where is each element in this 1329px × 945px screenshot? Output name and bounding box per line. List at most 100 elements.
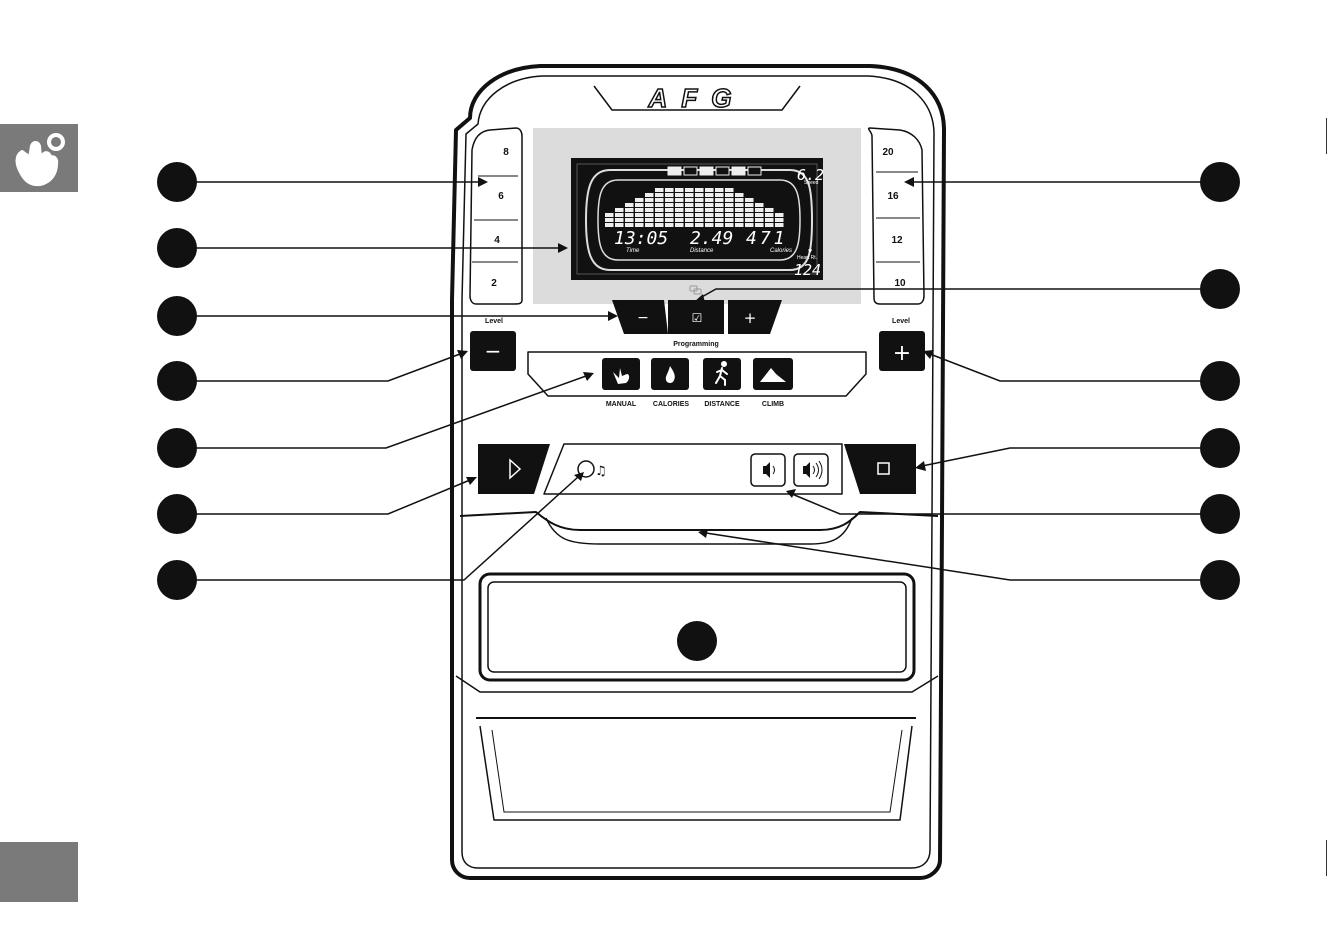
leader-10 [930, 354, 1220, 381]
profile-cell [645, 203, 654, 207]
profile-cell [735, 218, 744, 222]
profile-cell [645, 208, 654, 212]
profile-cell [605, 218, 614, 222]
profile-cell [665, 218, 674, 222]
program-distance-label: DISTANCE [704, 401, 740, 408]
program-manual-button[interactable] [602, 358, 640, 390]
program-climb-button[interactable] [753, 358, 793, 390]
profile-cell [665, 198, 674, 202]
calories-value: 471 [746, 228, 788, 249]
profile-cell [735, 203, 744, 207]
music-note-icon: ♫ [595, 464, 607, 479]
profile-cell [695, 208, 704, 212]
profile-cell [765, 213, 774, 217]
profile-cell [655, 193, 664, 197]
profile-cell [775, 218, 784, 222]
profile-cell [655, 213, 664, 217]
profile-cell [645, 193, 654, 197]
profile-cell [635, 208, 644, 212]
callout-4 [157, 361, 197, 401]
profile-cell [665, 188, 674, 192]
program-calories-button[interactable] [651, 358, 689, 390]
profile-cell [705, 193, 714, 197]
callout-13 [1200, 560, 1240, 600]
callout-11 [1200, 428, 1240, 468]
profile-cell [695, 203, 704, 207]
profile-cell [655, 223, 664, 227]
callout-5 [157, 428, 197, 468]
arrowhead-8 [904, 177, 914, 187]
profile-cell [685, 218, 694, 222]
profile-cell [765, 208, 774, 212]
profile-cell [615, 223, 624, 227]
profile-cell [725, 188, 734, 192]
profile-cell [655, 208, 664, 212]
profile-cell [715, 223, 724, 227]
profile-cell [755, 203, 764, 207]
program-climb-label: CLIMB [762, 401, 784, 408]
lap-segment [748, 167, 761, 175]
stop-button[interactable] [844, 444, 916, 494]
profile-cell [695, 193, 704, 197]
profile-cell [665, 223, 674, 227]
display-plus-label: + [744, 309, 757, 327]
program-manual-label: MANUAL [606, 401, 637, 408]
speed-label: Speed [804, 180, 819, 186]
profile-cell [705, 188, 714, 192]
profile-cell [675, 218, 684, 222]
level-down-label: − [485, 339, 502, 363]
profile-cell [635, 213, 644, 217]
profile-cell [645, 218, 654, 222]
profile-cell [765, 218, 774, 222]
profile-cell [685, 213, 694, 217]
lap-segment [732, 167, 745, 175]
level-label-left: Level [485, 318, 503, 325]
callout-14 [677, 621, 717, 661]
callout-2 [157, 228, 197, 268]
profile-cell [725, 198, 734, 202]
profile-cell [665, 193, 674, 197]
profile-cell [755, 208, 764, 212]
volume-down-button[interactable] [751, 454, 785, 486]
profile-cell [685, 223, 694, 227]
profile-cell [665, 203, 674, 207]
leader-5 [177, 376, 586, 448]
lap-segment [684, 167, 697, 175]
profile-cell [685, 208, 694, 212]
profile-cell [685, 193, 694, 197]
profile-cell [675, 223, 684, 227]
base-line-1 [456, 676, 938, 692]
profile-cell [685, 188, 694, 192]
callout-8 [1200, 162, 1240, 202]
lap-segment [700, 167, 713, 175]
volume-up-button[interactable] [794, 454, 828, 486]
profile-cell [675, 213, 684, 217]
profile-cell [725, 208, 734, 212]
right-level-20: 20 [882, 147, 894, 158]
profile-cell [675, 208, 684, 212]
profile-cell [615, 213, 624, 217]
callout-12 [1200, 494, 1240, 534]
profile-cell [655, 198, 664, 202]
distance-label: Distance [690, 248, 714, 254]
profile-cell [655, 218, 664, 222]
left-level-6: 6 [498, 191, 504, 202]
lcd-screen: 6.2 Speed 13:05 Time 2.49 Distance 471 C… [571, 158, 824, 280]
profile-cell [755, 223, 764, 227]
profile-cell [745, 198, 754, 202]
profile-cell [765, 223, 774, 227]
time-label: Time [626, 248, 640, 254]
profile-cell [715, 218, 724, 222]
profile-cell [745, 213, 754, 217]
profile-cell [745, 203, 754, 207]
leader-11 [922, 448, 1220, 466]
distance-value: 2.49 [690, 228, 733, 249]
programming-label: Programming [673, 341, 719, 348]
start-button[interactable] [478, 444, 550, 494]
program-distance-button[interactable] [703, 358, 741, 390]
profile-cell [625, 208, 634, 212]
profile-cell [615, 218, 624, 222]
profile-cell [745, 208, 754, 212]
profile-cell [735, 223, 744, 227]
